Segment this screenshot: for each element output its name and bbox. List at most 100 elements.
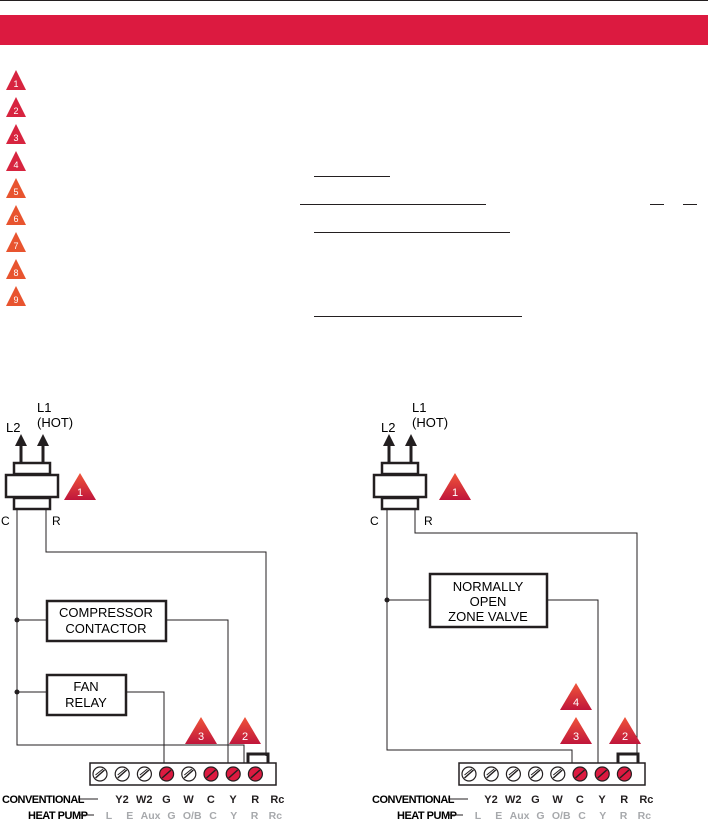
note-number: 9 bbox=[13, 295, 18, 305]
left-hot-label: (HOT) bbox=[37, 415, 73, 430]
heatpump-terminal-label: O/B bbox=[552, 810, 571, 821]
terminal-label: Y2 bbox=[484, 794, 497, 806]
right-c-wire bbox=[386, 509, 573, 764]
right-conventional-label: CONVENTIONAL bbox=[372, 794, 455, 806]
terminal-label: W bbox=[183, 794, 194, 806]
heatpump-terminal-label: Y bbox=[599, 810, 606, 821]
heatpump-terminal-label: G bbox=[167, 810, 175, 821]
heatpump-terminal-label: C bbox=[209, 810, 217, 821]
underline-5 bbox=[314, 232, 510, 233]
left-l1-arrow-head bbox=[37, 434, 49, 446]
right-marker-3: 3 bbox=[560, 717, 592, 744]
right-l1-arrow-head bbox=[405, 434, 417, 446]
heatpump-terminal-label: R bbox=[251, 810, 259, 821]
note-marker-9: 9 bbox=[4, 284, 28, 308]
terminal-label: C bbox=[207, 794, 215, 806]
right-marker-2: 2 bbox=[609, 717, 641, 744]
note-number: 5 bbox=[13, 187, 18, 197]
terminal-label: Rc bbox=[270, 794, 284, 806]
left-rc-jumper bbox=[246, 752, 270, 764]
left-conventional-label: CONVENTIONAL bbox=[2, 794, 85, 806]
terminal-label: W2 bbox=[505, 794, 522, 806]
left-r-label: R bbox=[52, 514, 61, 528]
note-number: 1 bbox=[13, 79, 18, 89]
terminal-label: G bbox=[531, 794, 540, 806]
right-r-wire bbox=[414, 509, 638, 756]
svg-text:2: 2 bbox=[622, 731, 628, 743]
left-heatpump-label: HEAT PUMP bbox=[28, 810, 88, 821]
right-junction-1 bbox=[384, 597, 390, 603]
terminal-label: C bbox=[576, 794, 584, 806]
left-c-label: C bbox=[1, 514, 10, 528]
terminal-label: R bbox=[620, 794, 628, 806]
right-transformer-body bbox=[372, 473, 428, 499]
note-marker-6: 6 bbox=[4, 203, 28, 227]
svg-text:1: 1 bbox=[452, 487, 458, 499]
left-junction-1 bbox=[14, 617, 20, 623]
note-marker-3: 3 bbox=[4, 122, 28, 146]
underline-2 bbox=[300, 204, 486, 205]
left-marker-3: 3 bbox=[185, 717, 217, 744]
right-l2-label: L2 bbox=[381, 420, 395, 435]
note-number: 8 bbox=[13, 268, 18, 278]
compressor-label-1: COMPRESSOR bbox=[59, 605, 153, 620]
right-terminal-screws bbox=[461, 766, 633, 782]
right-c-label: C bbox=[370, 514, 379, 528]
left-junction-2 bbox=[14, 689, 20, 695]
zone-valve-label-2: OPEN bbox=[470, 594, 507, 609]
left-c-wire bbox=[16, 509, 245, 764]
top-rule bbox=[0, 0, 708, 1]
right-r-label: R bbox=[424, 514, 433, 528]
left-l2-label: L2 bbox=[6, 420, 20, 435]
heatpump-terminal-label: Aux bbox=[141, 810, 161, 821]
note-marker-5: 5 bbox=[4, 176, 28, 200]
svg-text:3: 3 bbox=[198, 731, 204, 743]
heatpump-terminal-label: Rc bbox=[638, 810, 652, 821]
heatpump-terminal-label: L bbox=[475, 810, 482, 821]
note-marker-1: 1 bbox=[4, 68, 28, 92]
svg-text:1: 1 bbox=[77, 487, 83, 499]
right-diagram: L1 (HOT) L2 C R 1 NORMALLY OPEN ZONE VAL… bbox=[370, 400, 653, 821]
terminal-label: W2 bbox=[136, 794, 153, 806]
terminal-label: Y bbox=[229, 794, 237, 806]
left-g-wire bbox=[126, 691, 165, 764]
right-l1-label: L1 bbox=[412, 400, 426, 415]
left-marker-2: 2 bbox=[229, 717, 261, 744]
right-l2-arrow-head bbox=[383, 434, 395, 446]
right-transformer-bottom bbox=[380, 496, 420, 511]
compressor-label-2: CONTACTOR bbox=[65, 621, 146, 636]
heatpump-terminal-label: L bbox=[106, 810, 113, 821]
svg-text:2: 2 bbox=[242, 731, 248, 743]
right-transformer-top bbox=[380, 461, 420, 476]
heatpump-terminal-label: R bbox=[620, 810, 628, 821]
left-terminal-screws bbox=[92, 766, 263, 782]
terminal-label: G bbox=[162, 794, 171, 806]
underline-3 bbox=[650, 204, 664, 205]
fan-relay-label-1: FAN bbox=[73, 679, 98, 694]
left-l2-arrow-head bbox=[15, 434, 27, 446]
heatpump-terminal-label: G bbox=[536, 810, 544, 821]
right-hot-label: (HOT) bbox=[412, 415, 448, 430]
fan-relay-box bbox=[45, 673, 128, 717]
svg-text:4: 4 bbox=[573, 697, 579, 709]
note-number: 6 bbox=[13, 214, 18, 224]
note-marker-8: 8 bbox=[4, 257, 28, 281]
note-marker-4: 4 bbox=[4, 149, 28, 173]
right-marker-4: 4 bbox=[560, 683, 592, 710]
right-rc-jumper bbox=[616, 752, 640, 764]
heatpump-terminal-label: Rc bbox=[269, 810, 283, 821]
right-heatpump-label: HEAT PUMP bbox=[397, 810, 457, 821]
terminal-label: W bbox=[552, 794, 563, 806]
note-marker-7: 7 bbox=[4, 230, 28, 254]
zone-valve-box bbox=[428, 572, 549, 629]
note-marker-2: 2 bbox=[4, 95, 28, 119]
heatpump-terminal-label: Aux bbox=[510, 810, 530, 821]
note-number: 2 bbox=[13, 106, 18, 116]
notes-list: 1 2 3 4 5 6 7 8 9 bbox=[4, 68, 28, 311]
zone-valve-label-3: ZONE VALVE bbox=[448, 609, 528, 624]
left-y-wire bbox=[166, 619, 229, 764]
left-l1-label: L1 bbox=[37, 400, 51, 415]
